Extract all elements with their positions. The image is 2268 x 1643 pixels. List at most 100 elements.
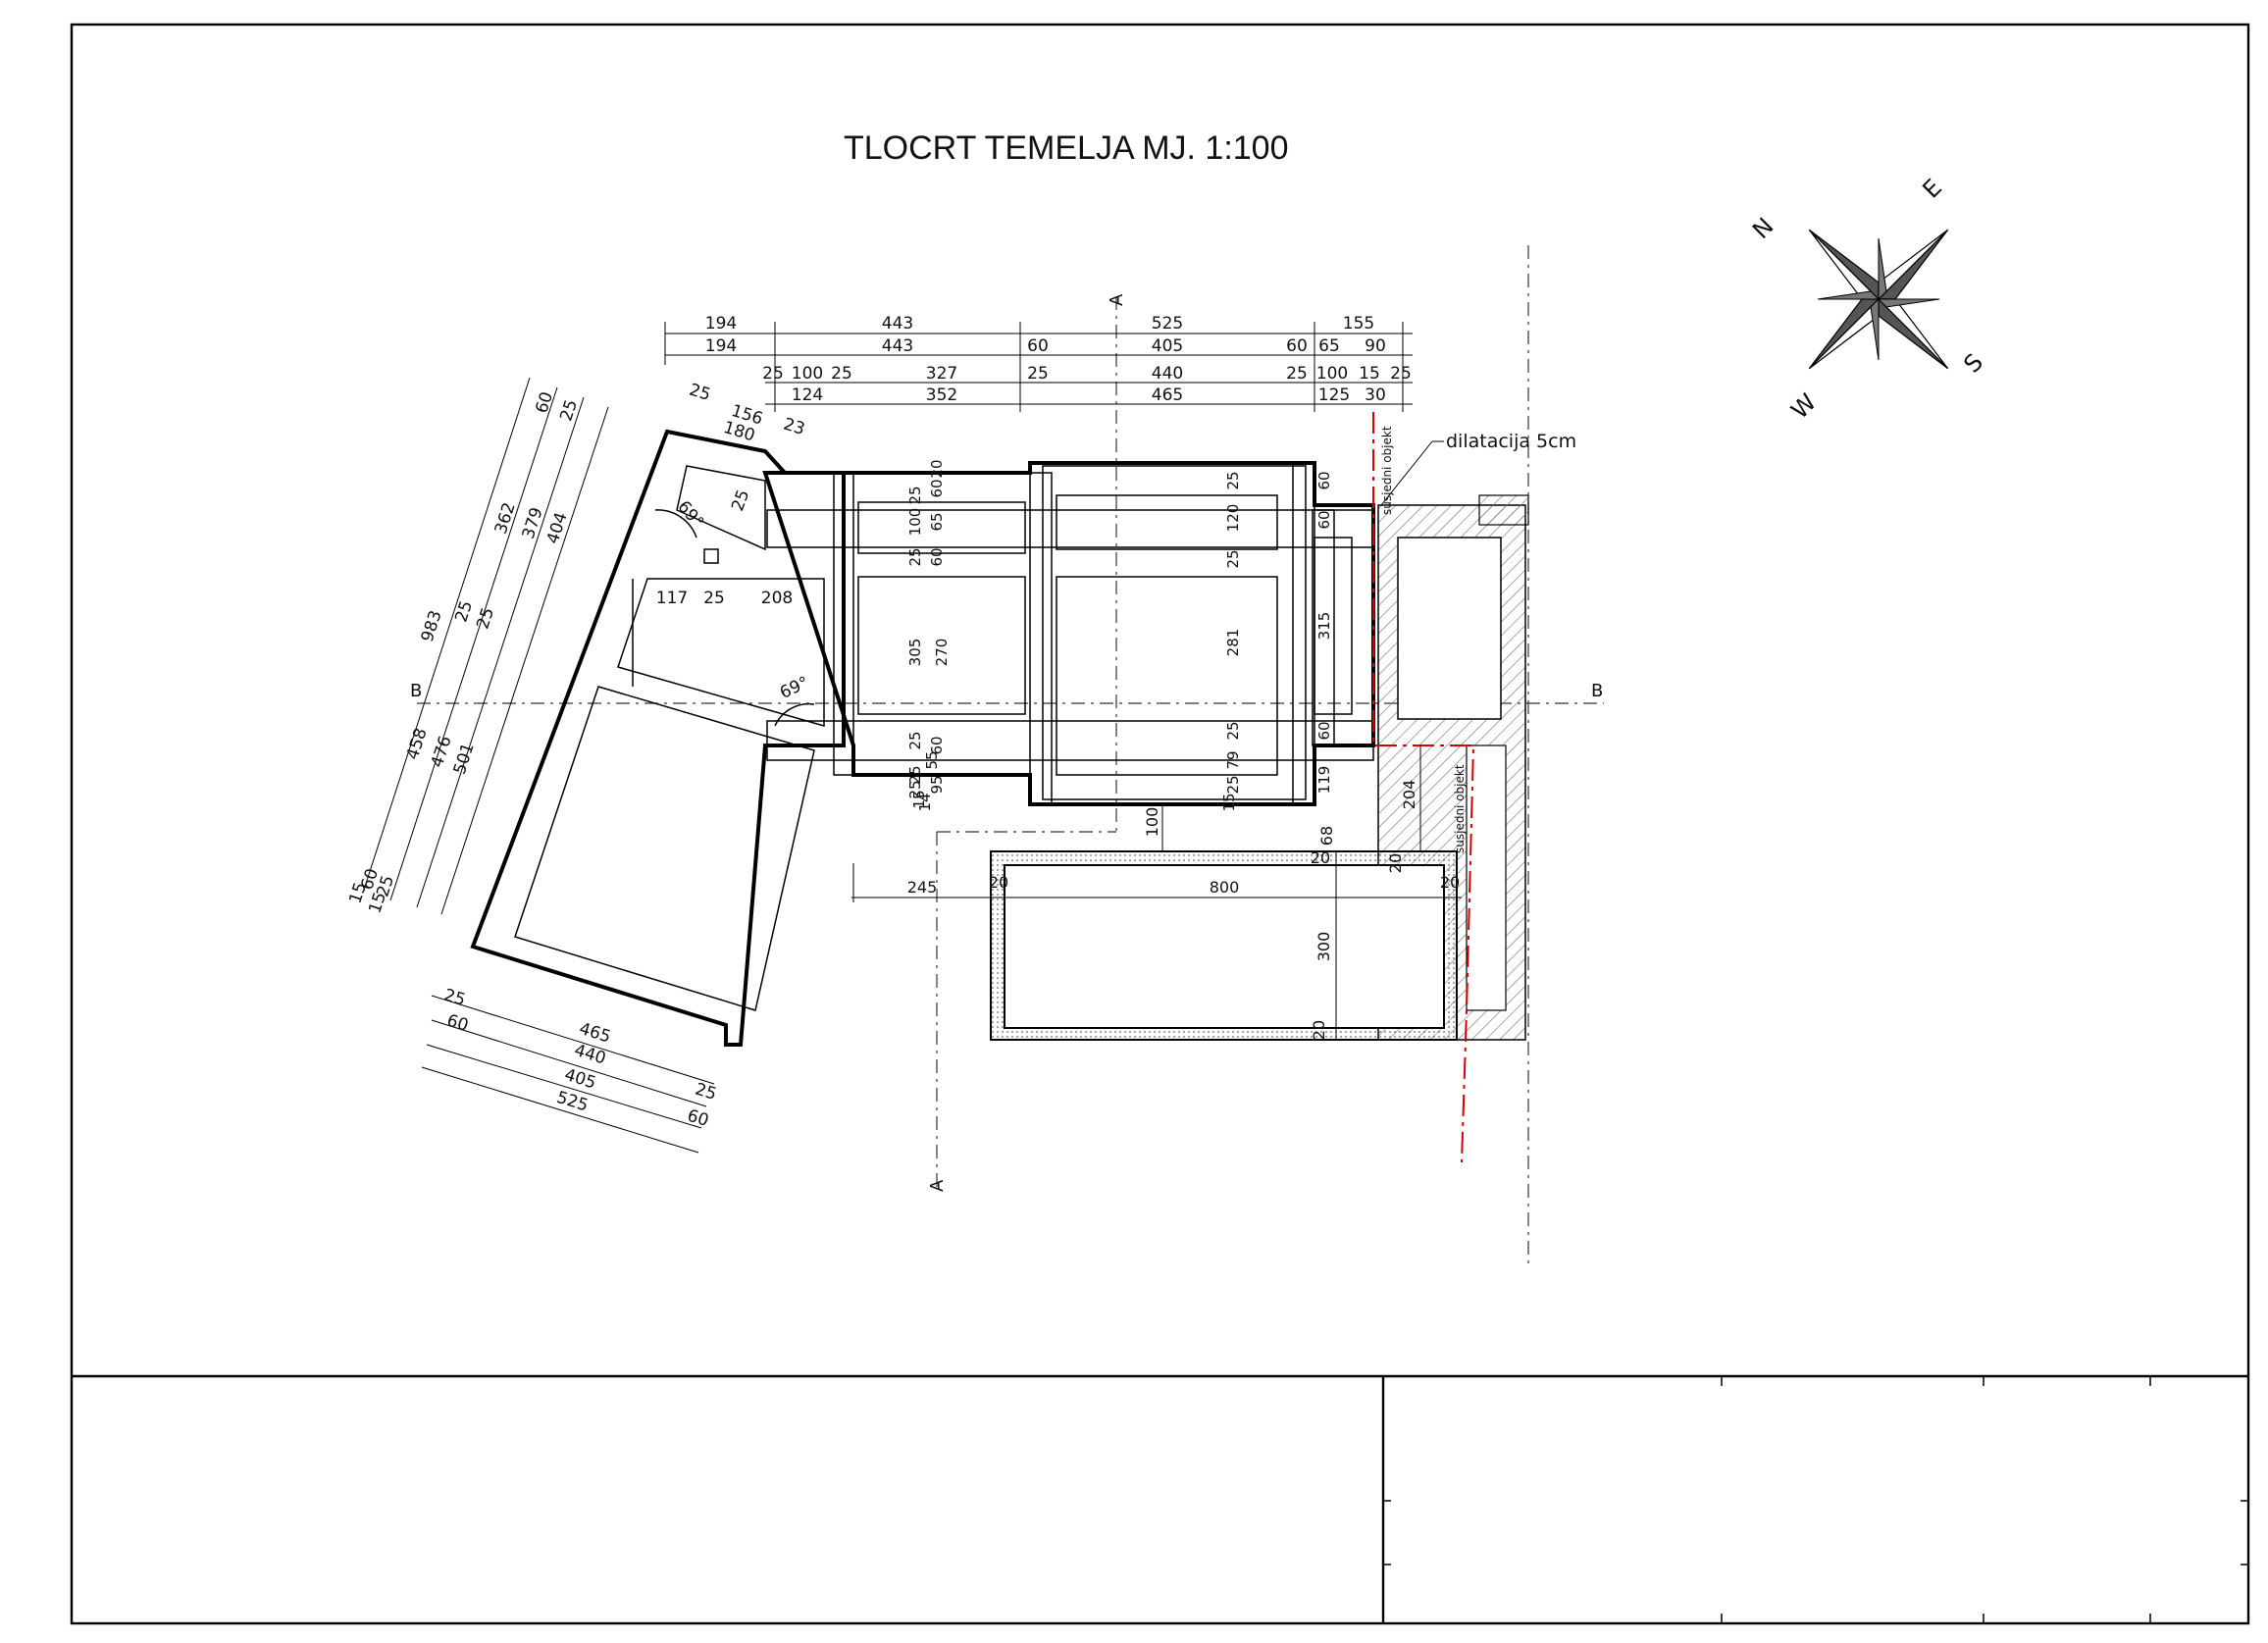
col3-dim: 25	[1224, 721, 1242, 740]
col3-dim: 15	[1220, 793, 1238, 811]
col2-dim: 65	[928, 512, 946, 531]
col2-dim: 20	[928, 459, 946, 478]
annex-dim: 68	[1317, 826, 1336, 846]
top-dim-row3: 100	[1316, 364, 1348, 384]
col2-dim: 270	[933, 639, 951, 667]
room-row-dim: 25	[703, 589, 725, 608]
top-dim-row1: 525	[1152, 314, 1183, 334]
col3-dim: 79	[1224, 750, 1242, 769]
col2-dim: 25	[906, 486, 924, 504]
note-25: 25	[728, 488, 753, 514]
compass-rose-icon	[1808, 229, 1949, 370]
top-dim-row2: 60	[1027, 336, 1049, 356]
bottom-left-dim: 525	[554, 1088, 591, 1116]
bottom-left-dim: 25	[441, 985, 468, 1009]
dilatation-line	[1372, 412, 1475, 1163]
room-2-top	[857, 501, 1026, 554]
col4-dim: 60	[1315, 471, 1333, 489]
top-dim-row3: 25	[762, 364, 784, 384]
left-dim: 458	[403, 726, 432, 762]
top-dim-row3: 15	[1359, 364, 1380, 384]
col2-dim: 305	[906, 639, 924, 667]
col3-dim: 120	[1224, 504, 1242, 533]
left-dim: 362	[491, 500, 520, 537]
angle-bottom: 69°	[777, 673, 812, 703]
annex-dimension-lines	[851, 745, 1462, 1040]
drawing-title: TLOCRT TEMELJA MJ. 1:100	[844, 129, 1289, 167]
top-dim-row2: 194	[705, 336, 737, 356]
top-dim-row3: 25	[831, 364, 852, 384]
room-3-main	[1056, 576, 1278, 776]
top-dim-row1: 155	[1343, 314, 1374, 334]
bottom-left-dim: 60	[685, 1105, 711, 1130]
col3-dim: 25	[1224, 471, 1242, 489]
top-dim-row4: 30	[1365, 385, 1386, 405]
left-dim: 379	[519, 505, 547, 541]
left-dim: 25	[556, 397, 582, 424]
annex-slab	[990, 850, 1458, 1041]
col2-dim: 60	[928, 479, 946, 497]
top-dim-row4: 125	[1318, 385, 1350, 405]
annex-dim: 20	[1440, 873, 1460, 892]
top-dim-row4: 465	[1152, 385, 1183, 405]
col2-dim: 15	[910, 790, 928, 808]
col2-dim: 25	[906, 765, 924, 784]
col2-dim: 55	[923, 750, 941, 769]
col2-dim: 25	[906, 547, 924, 566]
compass-e-label: E	[1917, 174, 1947, 204]
top-dim-row1: 443	[882, 314, 913, 334]
top-dimension-chains	[664, 322, 1413, 412]
room-4	[1314, 537, 1353, 715]
annex-dim: 20	[1386, 853, 1405, 873]
top-dim-row3: 100	[792, 364, 823, 384]
neighbour-note-top: susjedni objekt	[1380, 426, 1394, 515]
top-dim-row3: 440	[1152, 364, 1183, 384]
annex-dim: 20	[1310, 1020, 1328, 1040]
section-b-label-left: B	[410, 681, 422, 701]
top-dim-row2: 65	[1318, 336, 1340, 356]
annex-dim: 300	[1314, 932, 1333, 962]
left-dim: 983	[418, 608, 446, 644]
compass-n-label: N	[1747, 212, 1778, 243]
left-dimension-chains	[362, 377, 715, 1154]
top-dim-row3: 25	[1027, 364, 1049, 384]
top-dim-row2: 443	[882, 336, 913, 356]
annex-dim: 800	[1210, 878, 1240, 897]
top-dim-row2: 60	[1286, 336, 1308, 356]
section-a-label-top: A	[1107, 293, 1127, 306]
col3-dim: 281	[1224, 629, 1242, 657]
section-b-label-right: B	[1591, 681, 1603, 701]
bottom-left-dim: 60	[444, 1010, 471, 1035]
top-dim-row2: 90	[1365, 336, 1386, 356]
top-dim-row2: 405	[1152, 336, 1183, 356]
foundation-plan	[762, 461, 1375, 806]
top-dim-row3: 25	[1390, 364, 1412, 384]
annex-dim: 204	[1400, 780, 1418, 810]
col2-dim: 100	[906, 508, 924, 537]
angled-wing	[470, 429, 846, 1047]
annex-dim: 100	[1143, 807, 1161, 838]
left-dim: 25	[473, 605, 498, 632]
top-dim-row1: 194	[705, 314, 737, 334]
left-dim: 404	[543, 510, 572, 546]
top-dim-row3: 327	[926, 364, 957, 384]
plan-top-small: 23	[781, 414, 807, 438]
col4-dim: 60	[1315, 721, 1333, 740]
top-dim-row3: 25	[1286, 364, 1308, 384]
bottom-left-dim: 25	[693, 1079, 719, 1104]
col4-dim: 315	[1315, 612, 1333, 641]
col2-dim: 14	[916, 793, 934, 811]
top-dim-row4: 124	[792, 385, 823, 405]
sheet-border	[70, 23, 2250, 1625]
compass-w-label: W	[1785, 388, 1822, 425]
annex-dim: 20	[989, 873, 1008, 892]
neighbour-note-bottom: susjedni objekt	[1453, 764, 1467, 853]
room-row-dim: 208	[761, 589, 793, 608]
title-block-ticks	[1383, 1376, 2248, 1623]
plan-top-small: 25	[687, 380, 713, 404]
room-2-main	[857, 576, 1026, 715]
room-3-top	[1056, 494, 1278, 550]
col2-dim: 95	[928, 775, 946, 794]
compass-s-label: S	[1958, 348, 1988, 379]
